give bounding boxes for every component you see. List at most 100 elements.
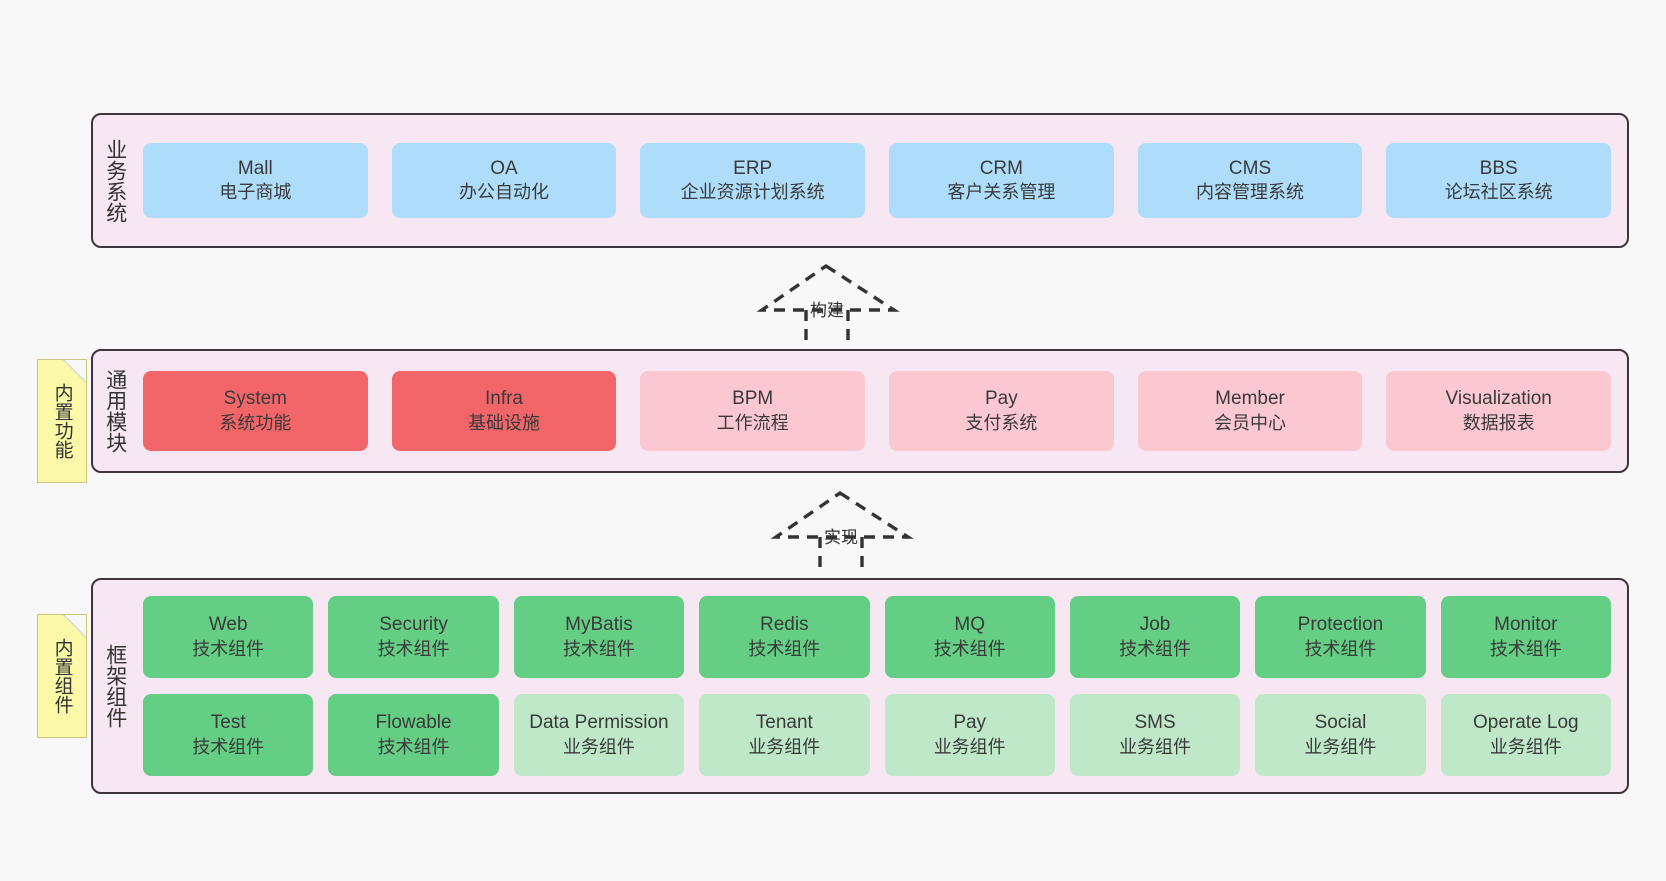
card-title: Job [1139,614,1171,636]
card-title: BBS [1479,157,1518,179]
card-title: BPM [732,388,774,410]
card-mybatis[interactable]: MyBatis 技术组件 [513,596,685,678]
card-title: Web [208,614,248,636]
card-bbs[interactable]: BBS 论坛社区系统 [1386,143,1612,218]
card-subtitle: 电子商城 [219,182,292,203]
card-subtitle: 技术组件 [933,638,1006,659]
card-subtitle: 会员中心 [1214,412,1287,433]
card-title: Monitor [1494,614,1558,636]
card-subtitle: 技术组件 [1489,638,1562,659]
card-cms[interactable]: CMS 内容管理系统 [1137,143,1363,218]
card-row: Web 技术组件 Security 技术组件 MyBatis 技术组件 Redi… [143,596,1611,678]
card-title: ERP [733,157,773,179]
card-title: CMS [1228,157,1272,179]
card-system[interactable]: System 系统功能 [143,371,368,451]
card-title: System [223,388,288,410]
card-bpm[interactable]: BPM 工作流程 [640,371,866,451]
card-subtitle: 技术组件 [192,638,265,659]
card-subtitle: 办公自动化 [459,182,549,203]
card-pay-module[interactable]: Pay 支付系统 [889,371,1114,451]
card-title: Operate Log [1472,712,1579,734]
card-subtitle: 技术组件 [748,638,821,659]
card-title: Pay [953,712,987,734]
card-subtitle: 客户关系管理 [947,182,1056,203]
card-subtitle: 业务组件 [1304,736,1377,757]
connector-implement-label: 实现 [824,528,858,547]
card-operate-log[interactable]: Operate Log 业务组件 [1440,694,1611,776]
card-title: Infra [484,388,524,410]
note-builtin-component: 内置组件 [37,614,87,738]
card-row: Mall 电子商城 OA 办公自动化 ERP 企业资源计划系统 CRM 客户关系… [143,143,1612,218]
card-title: Social [1314,712,1367,734]
card-subtitle: 论坛社区系统 [1444,182,1553,203]
card-subtitle: 业务组件 [1489,736,1562,757]
card-infra[interactable]: Infra 基础设施 [391,371,617,451]
card-subtitle: 工作流程 [716,412,789,433]
layer-business-system: 业务系统 Mall 电子商城 OA 办公自动化 ERP 企业资源计划系统 CRM… [91,113,1629,248]
card-subtitle: 技术组件 [1119,638,1192,659]
card-subtitle: 业务组件 [1119,736,1192,757]
card-redis[interactable]: Redis 技术组件 [699,596,870,678]
layer-framework-component: 框架组件 Web 技术组件 Security 技术组件 MyBatis 技术组件… [91,578,1629,794]
connector-implement: 实现 [770,489,914,575]
card-title: Data Permission [529,712,669,734]
card-title: Security [379,614,448,636]
layer-body-business: Mall 电子商城 OA 办公自动化 ERP 企业资源计划系统 CRM 客户关系… [137,115,1627,246]
connector-build: 构建 [756,262,900,348]
card-title: Mall [237,157,273,179]
card-subtitle: 数据报表 [1462,412,1535,433]
connector-build-label: 构建 [810,301,844,320]
note-builtin-function: 内置功能 [37,359,87,483]
card-title: Test [210,712,246,734]
layer-title-common: 通用模块 [103,369,127,453]
card-title: Member [1215,388,1285,410]
card-monitor[interactable]: Monitor 技术组件 [1440,596,1611,678]
card-subtitle: 业务组件 [933,736,1006,757]
card-crm[interactable]: CRM 客户关系管理 [889,143,1114,218]
card-job[interactable]: Job 技术组件 [1069,596,1241,678]
card-subtitle: 技术组件 [377,736,450,757]
card-social[interactable]: Social 业务组件 [1255,694,1426,776]
layer-body-framework: Web 技术组件 Security 技术组件 MyBatis 技术组件 Redi… [137,580,1627,792]
card-mall[interactable]: Mall 电子商城 [143,143,368,218]
card-data-permission[interactable]: Data Permission 业务组件 [513,694,685,776]
card-mq[interactable]: MQ 技术组件 [884,596,1055,678]
card-subtitle: 业务组件 [562,736,635,757]
card-security[interactable]: Security 技术组件 [328,596,499,678]
card-web[interactable]: Web 技术组件 [143,596,314,678]
card-subtitle: 支付系统 [965,412,1038,433]
card-protection[interactable]: Protection 技术组件 [1255,596,1426,678]
card-row: Test 技术组件 Flowable 技术组件 Data Permission … [143,694,1611,776]
card-title: CRM [979,157,1023,179]
card-test[interactable]: Test 技术组件 [143,694,314,776]
card-member[interactable]: Member 会员中心 [1137,371,1363,451]
layer-body-common: System 系统功能 Infra 基础设施 BPM 工作流程 Pay 支付系统… [137,351,1627,471]
card-title: Protection [1297,614,1384,636]
card-tenant[interactable]: Tenant 业务组件 [699,694,870,776]
card-title: MyBatis [565,614,633,636]
card-erp[interactable]: ERP 企业资源计划系统 [640,143,866,218]
card-title: Redis [760,614,809,636]
card-title: Pay [984,388,1018,410]
card-title: SMS [1134,712,1176,734]
generalization-arrow-icon [756,263,900,348]
card-subtitle: 企业资源计划系统 [680,182,825,203]
card-subtitle: 业务组件 [748,736,821,757]
layer-title-framework: 框架组件 [103,644,127,728]
card-oa[interactable]: OA 办公自动化 [391,143,617,218]
card-subtitle: 基础设施 [468,412,540,433]
card-visualization[interactable]: Visualization 数据报表 [1386,371,1612,451]
card-title: OA [490,157,518,179]
layer-common-module: 通用模块 System 系统功能 Infra 基础设施 BPM 工作流程 Pay… [91,349,1629,473]
card-title: Tenant [755,712,813,734]
card-row: System 系统功能 Infra 基础设施 BPM 工作流程 Pay 支付系统… [143,371,1612,451]
card-title: MQ [954,614,985,636]
card-subtitle: 技术组件 [562,638,635,659]
layer-title-business: 业务系统 [103,138,127,223]
card-title: Visualization [1445,388,1552,410]
generalization-arrow-icon [770,490,914,575]
card-sms[interactable]: SMS 业务组件 [1069,694,1241,776]
card-flowable[interactable]: Flowable 技术组件 [328,694,499,776]
card-pay-component[interactable]: Pay 业务组件 [884,694,1055,776]
card-subtitle: 技术组件 [1304,638,1377,659]
